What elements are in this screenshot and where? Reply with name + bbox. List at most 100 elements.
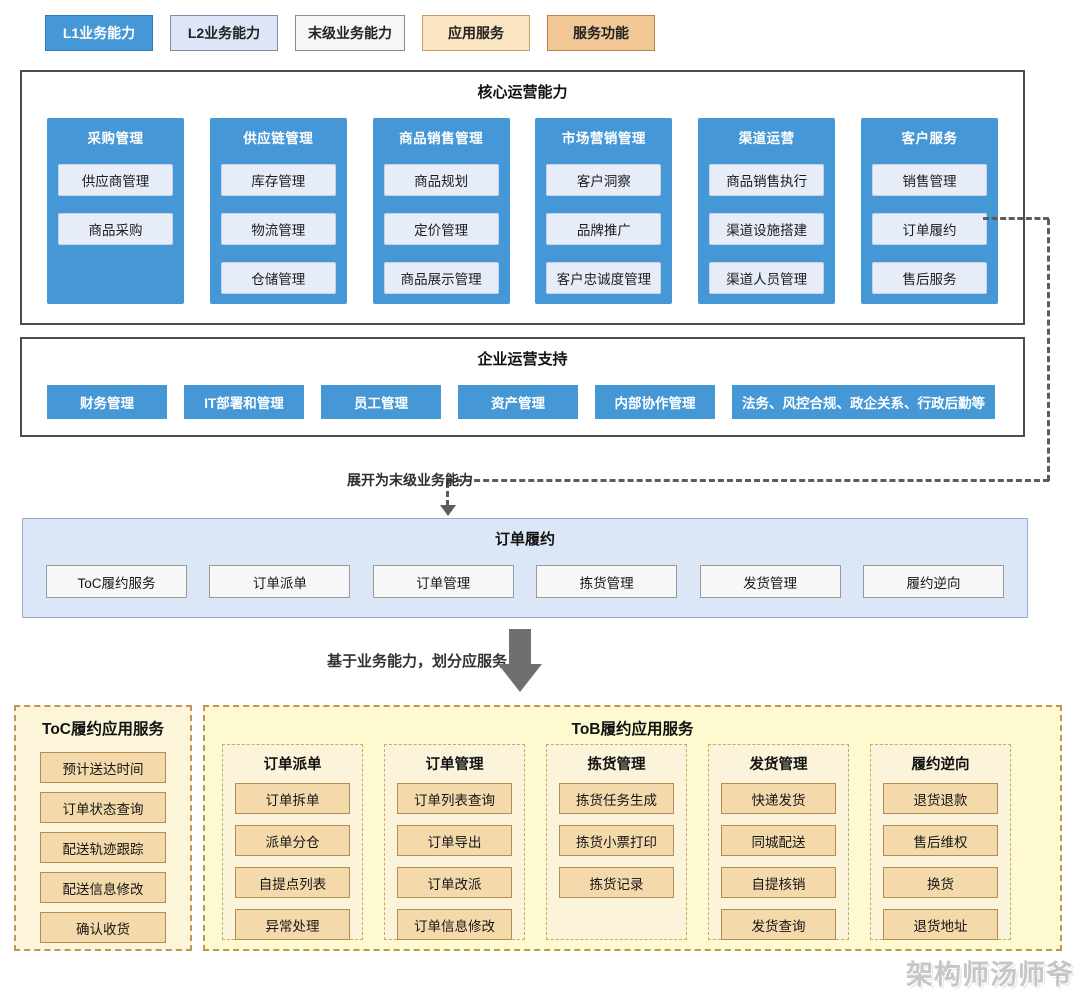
capability-item: 品牌推广 [546, 213, 662, 245]
service-item: 预计送达时间 [40, 752, 166, 783]
service-item: 换货 [883, 867, 998, 898]
tob-column-picking-management: 拣货管理 拣货任务生成 拣货小票打印 拣货记录 [546, 744, 687, 940]
capability-column-customer-service: 客户服务 销售管理 订单履约 售后服务 [860, 118, 998, 304]
fulfillment-section-title: 订单履约 [494, 531, 555, 548]
service-item: 快递发货 [721, 783, 836, 814]
legend-application-service: 应用服务 [422, 15, 530, 51]
service-item: 订单信息修改 [397, 909, 512, 940]
tob-items-list: 拣货任务生成 拣货小票打印 拣货记录 [559, 783, 674, 898]
service-item: 退货地址 [883, 909, 998, 940]
tob-items-list: 订单拆单 派单分仓 自提点列表 异常处理 [235, 783, 350, 940]
service-item: 订单导出 [397, 825, 512, 856]
down-arrow-head-icon [498, 664, 542, 692]
capability-item: 供应商管理 [58, 164, 173, 196]
service-item: 拣货小票打印 [559, 825, 674, 856]
service-item: 派单分仓 [235, 825, 350, 856]
toc-panel-title: ToC履约应用服务 [42, 721, 164, 738]
service-item: 发货查询 [721, 909, 836, 940]
core-columns: 采购管理 供应商管理 商品采购 供应链管理 库存管理 物流管理 仓储管理 商品销… [47, 118, 998, 304]
capability-item: 渠道人员管理 [709, 262, 825, 294]
tob-items-list: 快递发货 同城配送 自提核销 发货查询 [721, 783, 836, 940]
tob-column-reverse-fulfillment: 履约逆向 退货退款 售后维权 换货 退货地址 [870, 744, 1011, 940]
service-item: 订单列表查询 [397, 783, 512, 814]
connector-segment-drop [446, 482, 449, 506]
fulfillment-item: 拣货管理 [536, 565, 678, 598]
service-item: 同城配送 [721, 825, 836, 856]
connector-segment-top [983, 217, 1049, 220]
capability-item: 商品规划 [383, 164, 499, 196]
tob-panel-title: ToB履约应用服务 [571, 721, 694, 738]
column-title: 采购管理 [87, 131, 144, 146]
service-item: 异常处理 [235, 909, 350, 940]
tob-column-order-management: 订单管理 订单列表查询 订单导出 订单改派 订单信息修改 [384, 744, 525, 940]
fulfillment-item: ToC履约服务 [46, 565, 187, 598]
core-capabilities-section: 核心运营能力 采购管理 供应商管理 商品采购 供应链管理 库存管理 物流管理 仓… [20, 70, 1025, 325]
down-arrow-icon [509, 629, 531, 666]
service-item: 自提核销 [721, 867, 836, 898]
fulfillment-item: 发货管理 [699, 565, 841, 598]
capability-column-product-sales: 商品销售管理 商品规划 定价管理 商品展示管理 [372, 118, 510, 304]
capability-item: 商品销售执行 [709, 164, 825, 196]
capability-item: 销售管理 [871, 164, 987, 196]
column-title: 渠道运营 [738, 131, 795, 146]
tob-services-panel: ToB履约应用服务 订单派单 订单拆单 派单分仓 自提点列表 异常处理 订单管理… [203, 705, 1062, 951]
capability-column-supply-chain: 供应链管理 库存管理 物流管理 仓储管理 [209, 118, 347, 304]
capability-item: 商品展示管理 [383, 262, 499, 294]
enterprise-item: 法务、风控合规、政企关系、行政后勤等 [732, 385, 995, 419]
watermark-text: 架构师汤师爷 [906, 960, 1074, 990]
enterprise-support-section: 企业运营支持 财务管理 IT部署和管理 员工管理 资产管理 内部协作管理 法务、… [20, 337, 1025, 437]
legend: L1业务能力 L2业务能力 末级业务能力 应用服务 服务功能 [45, 15, 655, 51]
service-item: 配送信息修改 [40, 872, 166, 903]
capability-item: 物流管理 [220, 213, 336, 245]
capability-item: 仓储管理 [220, 262, 336, 294]
toc-services-panel: ToC履约应用服务 预计送达时间 订单状态查询 配送轨迹跟踪 配送信息修改 确认… [14, 705, 192, 951]
service-item: 拣货任务生成 [559, 783, 674, 814]
fulfillment-item: 订单派单 [209, 565, 351, 598]
expand-annotation: 展开为末级业务能力 [347, 472, 473, 488]
capability-item: 售后服务 [871, 262, 987, 294]
tob-columns: 订单派单 订单拆单 派单分仓 自提点列表 异常处理 订单管理 订单列表查询 订单… [222, 744, 1011, 940]
column-title: 商品销售管理 [399, 131, 484, 146]
toc-items-list: 预计送达时间 订单状态查询 配送轨迹跟踪 配送信息修改 确认收货 [40, 752, 166, 943]
legend-l1-capability: L1业务能力 [45, 15, 153, 51]
capability-column-procurement: 采购管理 供应商管理 商品采购 [47, 118, 184, 304]
fulfillment-item: 订单管理 [372, 565, 514, 598]
capability-column-channel-ops: 渠道运营 商品销售执行 渠道设施搭建 渠道人员管理 [698, 118, 836, 304]
tob-items-list: 退货退款 售后维权 换货 退货地址 [883, 783, 998, 940]
core-section-title: 核心运营能力 [477, 84, 568, 101]
tob-column-title: 履约逆向 [911, 757, 970, 773]
enterprise-items-row: 财务管理 IT部署和管理 员工管理 资产管理 内部协作管理 法务、风控合规、政企… [47, 385, 995, 419]
fulfillment-item: 履约逆向 [862, 565, 1004, 598]
service-item: 退货退款 [883, 783, 998, 814]
capability-item: 渠道设施搭建 [709, 213, 825, 245]
enterprise-item: 员工管理 [321, 385, 441, 419]
capability-column-marketing: 市场营销管理 客户洞察 品牌推广 客户忠诚度管理 [535, 118, 673, 304]
fulfillment-items-row: ToC履约服务 订单派单 订单管理 拣货管理 发货管理 履约逆向 [46, 565, 1004, 598]
capability-item: 商品采购 [58, 213, 173, 245]
service-item: 拣货记录 [559, 867, 674, 898]
tob-column-title: 订单派单 [263, 757, 322, 773]
service-item: 确认收货 [40, 912, 166, 943]
legend-l2-capability: L2业务能力 [170, 15, 278, 51]
legend-leaf-capability: 末级业务能力 [295, 15, 405, 51]
legend-service-function: 服务功能 [547, 15, 655, 51]
connector-segment-right [1047, 219, 1050, 481]
column-title: 客户服务 [901, 131, 958, 146]
tob-items-list: 订单列表查询 订单导出 订单改派 订单信息修改 [397, 783, 512, 940]
divide-annotation: 基于业务能力，划分应服务 [327, 653, 508, 670]
enterprise-item: 财务管理 [47, 385, 167, 419]
capability-item: 定价管理 [383, 213, 499, 245]
order-fulfillment-section: 订单履约 ToC履约服务 订单派单 订单管理 拣货管理 发货管理 履约逆向 [22, 518, 1028, 618]
tob-column-title: 发货管理 [749, 757, 808, 773]
tob-column-shipping-management: 发货管理 快递发货 同城配送 自提核销 发货查询 [708, 744, 849, 940]
service-item: 自提点列表 [235, 867, 350, 898]
tob-column-title: 订单管理 [425, 757, 484, 773]
service-item: 订单状态查询 [40, 792, 166, 823]
capability-item-order-fulfillment: 订单履约 [871, 213, 987, 245]
enterprise-item: 内部协作管理 [595, 385, 715, 419]
service-item: 订单拆单 [235, 783, 350, 814]
service-item: 订单改派 [397, 867, 512, 898]
column-title: 供应链管理 [243, 131, 314, 146]
connector-segment-bottom [447, 479, 1049, 482]
